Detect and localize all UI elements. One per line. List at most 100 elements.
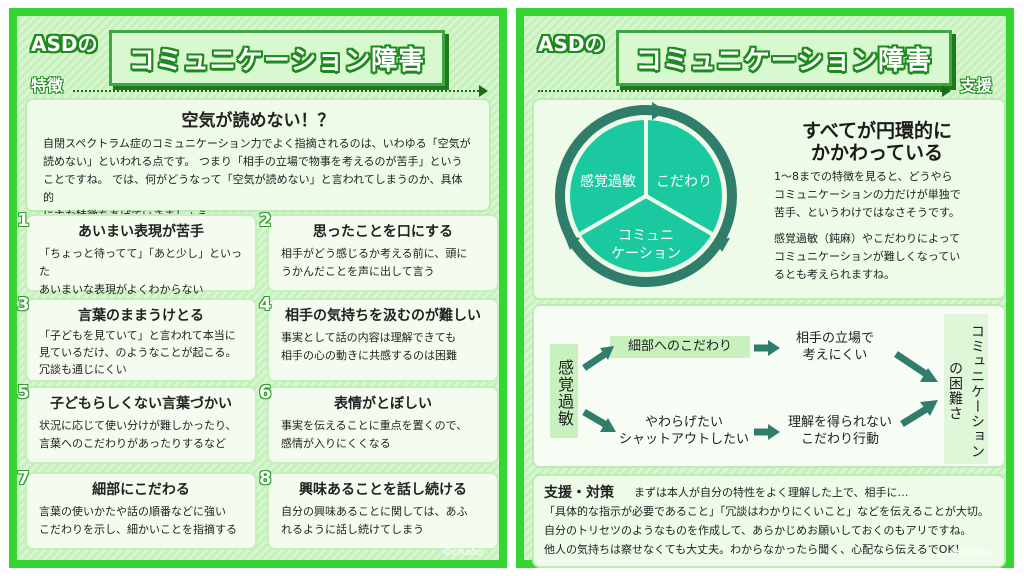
- feature-text: 自分の興味あることに関しては、あふれるように話し続けてしまう: [269, 499, 497, 539]
- asd-label: ASDの: [538, 32, 605, 56]
- cycle-text-line: コミュニケーションの力だけが単独で: [774, 188, 961, 201]
- feature-line: 事実として話の内容は理解できても: [281, 331, 457, 344]
- intro-line: 読めない」といわれる点です。 つまり「相手の立場で物事を考えるのが苦手」という: [43, 155, 463, 168]
- intro-line: 自閉スペクトラム症のコミュニケーション力でよく指摘されるのは、いわゆる「空気が: [43, 137, 471, 150]
- feature-number: 7: [17, 468, 30, 489]
- intro-title: 空気が読めない！？: [181, 111, 335, 131]
- feature-line: 「子どもを見ていて」と言われて本当に: [39, 329, 236, 342]
- feature-card-8: 興味あることを話し続ける 自分の興味あることに関しては、あふれるように話し続けて…: [259, 468, 497, 548]
- cycle-text-line: るとも考えられますね。: [774, 268, 895, 281]
- flow-top-2-line: 相手の立場で: [795, 331, 874, 346]
- feature-line: 見ているだけ、のようなことが起こる。: [39, 346, 237, 359]
- left-panel-inner: ASDの コミュニケーション障害 特徴 空気が読めない！？ 自閉スペクトラム症の…: [17, 16, 499, 560]
- asd-label: ASDの: [31, 32, 98, 56]
- cycle-text-line: 1～8までの特徴を見ると、どうやら: [774, 170, 953, 183]
- flow-arrow-icon: [894, 351, 928, 377]
- flow-bottom-2-line: 理解を得られない: [787, 415, 892, 430]
- feature-text: 事実を伝えることに重点を置くので、感情が入りにくくなる: [269, 413, 497, 453]
- page-title: コミュニケーション障害: [128, 45, 426, 76]
- credit: ©chabo: [949, 547, 990, 558]
- feature-card-1: あいまい表現が苦手 「ちょっと待ってて」「あと少し」といったあいまいな表現がよく…: [17, 210, 255, 296]
- cycle-text: 1～8までの特徴を見ると、どうやら コミュニケーションの力だけが単独で 苦手、と…: [774, 168, 994, 284]
- cycle-text-line: コミュニケーションが難しくなってい: [774, 250, 961, 263]
- flow-bottom-2: 理解を得られない こだわり行動: [780, 414, 900, 450]
- cycle-card: 感覚過敏 こだわり コミュニ ケーション すべてが円環的に かかわっている 1～…: [534, 100, 1004, 298]
- feature-line: 自分の興味あることに関しては、あふ: [281, 505, 468, 518]
- feature-title: 細部にこだわる: [92, 482, 190, 498]
- flow-card: 感覚過敏 細部へのこだわり 相手の立場で 考えにくい やわらげたい シャットアウ…: [534, 306, 1004, 466]
- feature-card-box: 思ったことを口にする 相手がどう感じるか考える前に、頭にうかんだことを声に出して…: [269, 216, 497, 290]
- flow-arrows: [582, 340, 938, 440]
- feature-title: あいまい表現が苦手: [78, 224, 204, 240]
- cycle-diagram: 感覚過敏 こだわり コミュニ ケーション: [555, 102, 737, 287]
- support-lead: まずは本人が自分の特性をよく理解した上で、相手に…: [634, 486, 909, 499]
- feature-line: 言葉へのこだわりがあったりするなど: [39, 437, 226, 450]
- feature-line: 冗談も通じにくい: [39, 363, 127, 376]
- feature-card-box: 言葉のままうけとる 「子どもを見ていて」と言われて本当に見ているだけ、のようなこ…: [27, 300, 255, 380]
- cycle-text-line: 感覚過敏（鈍麻）やこだわりによって: [774, 232, 961, 245]
- cycle-text-line: 苦手、というわけではなさそうです。: [774, 206, 960, 219]
- divider-arrow-icon: [479, 85, 488, 97]
- cycle-ring: [555, 105, 737, 287]
- feature-text: 事実として話の内容は理解できても相手の心の動きに共感するのは困難: [269, 325, 497, 365]
- intro-card: 空気が読めない！？ 自閉スペクトラム症のコミュニケーション力でよく指摘されるのは…: [27, 100, 489, 222]
- cycle-divider: [579, 194, 647, 236]
- credit: ©chabo: [442, 547, 483, 558]
- support-line: 他人の気持ちは察せなくても大丈夫。わからなかったら聞く、心配なら伝えるでOK！: [544, 543, 966, 556]
- feature-text: 相手がどう感じるか考える前に、頭にうかんだことを声に出して言う: [269, 241, 497, 281]
- section-divider: [73, 90, 479, 92]
- feature-text: 状況に応じて使い分けが難しかったり、言葉へのこだわりがあったりするなど: [27, 413, 255, 453]
- feature-card-5: 子どもらしくない言葉づかい 状況に応じて使い分けが難しかったり、言葉へのこだわり…: [17, 382, 255, 462]
- feature-line: 相手がどう感じるか考える前に、頭に: [281, 247, 468, 260]
- section-label-support: 支援: [960, 76, 993, 95]
- flow-arrow-icon: [582, 349, 610, 371]
- intro-line: ことですね。 では、何がどうなって「空気が読めない」と言われてしまうのか、具体的: [43, 173, 463, 204]
- cycle-divider: [645, 194, 713, 236]
- cycle-label-fixation: こだわり: [656, 174, 712, 190]
- flow-top-2-line: 考えにくい: [802, 348, 868, 363]
- feature-card-4: 相手の気持ちを汲むのが難しい 事実として話の内容は理解できても相手の心の動きに共…: [259, 294, 497, 380]
- cycle-label-communication: ケーション: [611, 246, 681, 262]
- support-card: 支援・対策 まずは本人が自分の特性をよく理解した上で、相手に… 「具体的な指示が…: [534, 476, 1004, 566]
- feature-number: 4: [259, 294, 272, 315]
- cycle-label-communication: コミュニ: [618, 228, 674, 244]
- feature-text: 「子どもを見ていて」と言われて本当に見ているだけ、のようなことが起こる。冗談も通…: [27, 325, 255, 378]
- section-divider: [538, 90, 942, 92]
- page-title: コミュニケーション障害: [635, 45, 933, 76]
- feature-number: 6: [259, 382, 272, 403]
- cycle-heading-line: すべてが円環的に: [802, 120, 952, 142]
- cycle-heading-line: かかわっている: [810, 142, 944, 164]
- flow-arrow-icon: [920, 400, 938, 416]
- divider-arrow-icon: [942, 85, 951, 97]
- feature-line: 言葉の使いかたや話の順番などに強い: [39, 505, 226, 518]
- cycle-heading: すべてが円環的に かかわっている: [772, 120, 982, 164]
- intro-text: 自閉スペクトラム症のコミュニケーション力でよく指摘されるのは、いわゆる「空気が …: [27, 131, 489, 225]
- feature-card-6: 表情がとぼしい 事実を伝えることに重点を置くので、感情が入りにくくなる 6: [259, 382, 497, 462]
- feature-card-box: 細部にこだわる 言葉の使いかたや話の順番などに強いこだわりを示し、細かいことを指…: [27, 474, 255, 548]
- feature-card-3: 言葉のままうけとる 「子どもを見ていて」と言われて本当に見ているだけ、のようなこ…: [17, 294, 255, 380]
- feature-line: 「ちょっと待ってて」「あと少し」といった: [39, 247, 242, 278]
- feature-card-box: 相手の気持ちを汲むのが難しい 事実として話の内容は理解できても相手の心の動きに共…: [269, 300, 497, 380]
- feature-line: 相手の心の動きに共感するのは困難: [281, 349, 457, 362]
- flow-top-2: 相手の立場で 考えにくい: [780, 330, 890, 366]
- flow-bottom-2-line: こだわり行動: [800, 432, 879, 447]
- feature-card-7: 細部にこだわる 言葉の使いかたや話の順番などに強いこだわりを示し、細かいことを指…: [17, 468, 255, 548]
- feature-line: うかんだことを声に出して言う: [281, 265, 435, 278]
- feature-text: 言葉の使いかたや話の順番などに強いこだわりを示し、細かいことを指摘する: [27, 499, 255, 539]
- flow-arrow-icon: [768, 424, 780, 440]
- flow-start: 感覚過敏: [550, 344, 578, 438]
- flow-arrow-icon: [768, 340, 780, 356]
- support-line: 「具体的な指示が必要であること」「冗談はわかりにくいこと」などを伝えることが大切…: [544, 505, 989, 518]
- feature-title: 興味あることを話し続ける: [299, 482, 467, 498]
- flow-arrow-icon: [900, 405, 930, 427]
- feature-card-box: 表情がとぼしい 事実を伝えることに重点を置くので、感情が入りにくくなる: [269, 388, 497, 462]
- feature-card-box: 子どもらしくない言葉づかい 状況に応じて使い分けが難しかったり、言葉へのこだわり…: [27, 388, 255, 462]
- feature-line: 状況に応じて使い分けが難しかったり、: [39, 419, 237, 432]
- page-title-box: コミュニケーション障害: [616, 30, 952, 86]
- feature-number: 1: [17, 210, 30, 231]
- feature-number: 8: [259, 468, 272, 489]
- feature-card-box: 興味あることを話し続ける 自分の興味あることに関しては、あふれるように話し続けて…: [269, 474, 497, 548]
- cycle-arrow-icon: [564, 235, 580, 250]
- feature-line: こだわりを示し、細かいことを指摘する: [39, 523, 237, 536]
- feature-title: 子どもらしくない言葉づかい: [50, 396, 232, 412]
